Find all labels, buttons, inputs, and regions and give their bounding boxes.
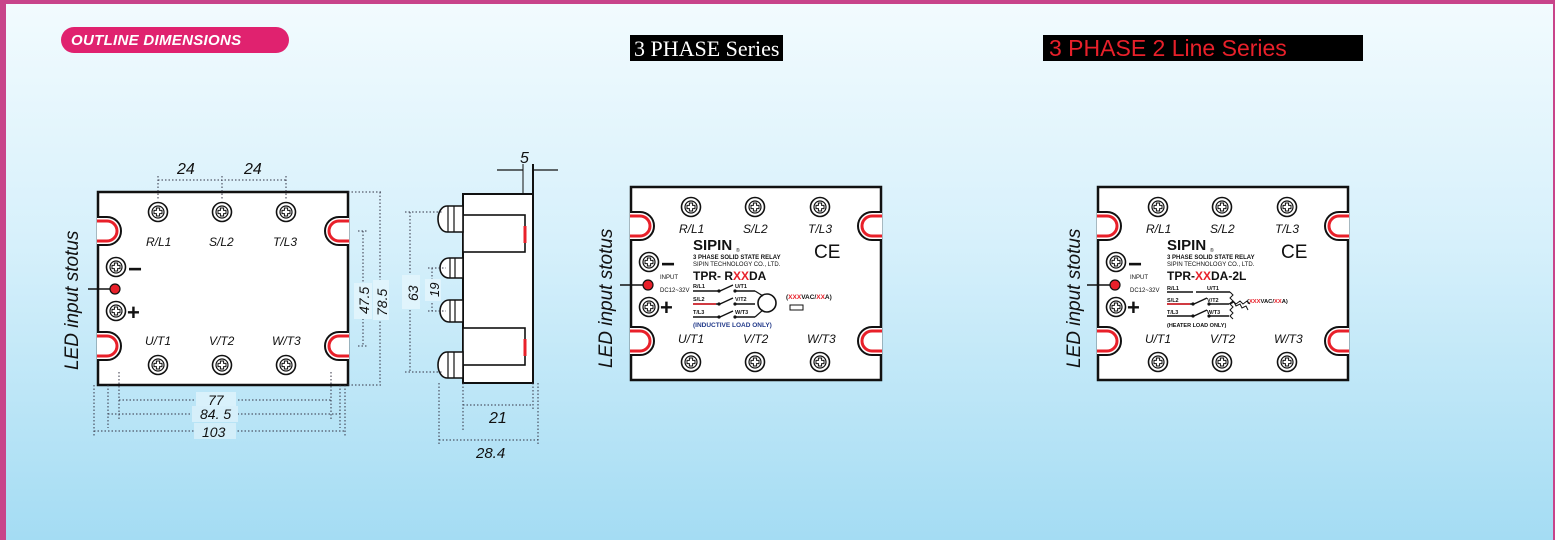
company-name: SIPIN TECHNOLOGY CO., LTD. <box>693 262 781 268</box>
model-number: TPR- RXXDA <box>693 269 767 283</box>
terminal-label: W/T3 <box>807 332 836 346</box>
circuit-label: W/T3 <box>1207 310 1220 316</box>
terminal-label: V/T2 <box>743 332 769 346</box>
terminal-label: V/T2 <box>209 334 235 348</box>
three-phase-2-line-series-title: 3 PHASE 2 Line Series <box>1043 35 1363 61</box>
circuit-label: R/L1 <box>1167 286 1179 292</box>
registered-mark: ® <box>1210 247 1214 254</box>
terminal-label: S/L2 <box>743 222 768 236</box>
three-phase-series-title: 3 PHASE Series <box>630 35 784 61</box>
led-indicator <box>109 283 121 295</box>
input-label: INPUT <box>1130 275 1148 281</box>
outline-dimensions-badge: OUTLINE DIMENSIONS <box>61 27 289 53</box>
registered-mark: ® <box>736 247 740 254</box>
dimension-label: 5 <box>520 150 529 167</box>
brand-logo-text: SIPIN <box>1167 237 1206 254</box>
minus-sign: − <box>661 251 675 278</box>
circuit-label: S/L2 <box>693 297 705 303</box>
terminal-label: W/T3 <box>1274 332 1303 346</box>
heater-symbol <box>1228 300 1251 305</box>
dimension-label: 24 <box>243 161 262 178</box>
brand-logo-text: SIPIN <box>693 237 732 254</box>
terminal-label: R/L1 <box>1146 222 1171 236</box>
circuit-label: R/L1 <box>693 284 705 290</box>
three-phase-2-line-relay-drawing: − + LED input stotus R/L1 S/L2 T/L3 U/T1… <box>1064 185 1351 382</box>
rating-label: (XXXVAC/XXA) <box>786 294 832 301</box>
terminal-label: S/L2 <box>209 235 234 249</box>
dimension-label: 21 <box>488 410 507 427</box>
terminal-label: T/L3 <box>808 222 832 236</box>
ce-mark: CE <box>814 242 840 263</box>
rating-label: (XXXVAC/XXA) <box>1247 299 1288 305</box>
terminal-label: T/L3 <box>273 235 297 249</box>
led-input-status-label: LED input stotus <box>62 230 83 370</box>
circuit-label: V/T2 <box>1207 298 1219 304</box>
dimension-label: 84. 5 <box>200 406 231 422</box>
relay-subtitle: 3 PHASE SOLID STATE RELAY <box>1167 255 1255 261</box>
circuit-label: V/T2 <box>735 297 747 303</box>
load-note: (HEATER LOAD ONLY) <box>1167 323 1226 329</box>
dimension-label: 24 <box>176 161 195 178</box>
circuit-label: T/L3 <box>1167 310 1178 316</box>
company-name: SIPIN TECHNOLOGY CO., LTD. <box>1167 262 1255 268</box>
model-number: TPR-XXDA-2L <box>1167 269 1246 283</box>
circuit-label: U/T1 <box>1207 286 1219 292</box>
motor-symbol <box>757 293 777 313</box>
terminal-label: W/T3 <box>272 334 301 348</box>
terminal-label: V/T2 <box>1210 332 1236 346</box>
dimension-label: 47.5 <box>356 287 372 314</box>
circuit-label: U/T1 <box>735 284 747 290</box>
dimension-label: 63 <box>405 285 421 301</box>
plus-sign: + <box>660 295 673 320</box>
voltage-label: DC12~32V <box>660 288 690 294</box>
minus-sign: − <box>128 256 142 283</box>
voltage-label: DC12~32V <box>1130 288 1160 294</box>
three-phase-relay-drawing: − + LED input stotus R/L1 S/L2 T/L3 U/T1… <box>596 185 884 382</box>
circuit-label: W/T3 <box>735 310 748 316</box>
dimension-label: 19 <box>427 283 442 297</box>
plus-sign: + <box>1127 295 1140 320</box>
led-input-status-label: LED input stotus <box>1064 228 1085 368</box>
circuit-label: T/L3 <box>693 310 704 316</box>
terminal-label: U/T1 <box>1145 332 1171 346</box>
dimension-label: 28.4 <box>475 445 505 462</box>
circuit-label: S/L2 <box>1167 298 1179 304</box>
dimension-label: 77 <box>208 392 225 408</box>
terminal-label: T/L3 <box>1275 222 1299 236</box>
led-input-status-label: LED input stotus <box>596 228 617 368</box>
terminal-label: U/T1 <box>145 334 171 348</box>
input-label: INPUT <box>660 275 678 281</box>
relay-subtitle: 3 PHASE SOLID STATE RELAY <box>693 255 781 261</box>
front-view-drawing: − + R/L1 S/L2 T/L3 U/T1 V/T2 W/T3 LED in… <box>62 161 390 440</box>
ce-mark: CE <box>1281 242 1307 263</box>
terminal-label: R/L1 <box>679 222 704 236</box>
terminal-label: R/L1 <box>146 235 171 249</box>
led-indicator <box>1109 279 1121 291</box>
dimension-label: 78.5 <box>374 289 390 316</box>
minus-sign: − <box>1128 251 1142 278</box>
side-view-drawing: 5 63 19 21 28.4 <box>402 150 558 462</box>
terminal-label: S/L2 <box>1210 222 1235 236</box>
plus-sign: + <box>127 300 140 325</box>
load-note: (INDUCTIVE LOAD ONLY) <box>693 322 772 329</box>
terminal-label: U/T1 <box>678 332 704 346</box>
dimension-label: 103 <box>202 424 226 440</box>
led-indicator <box>642 279 654 291</box>
